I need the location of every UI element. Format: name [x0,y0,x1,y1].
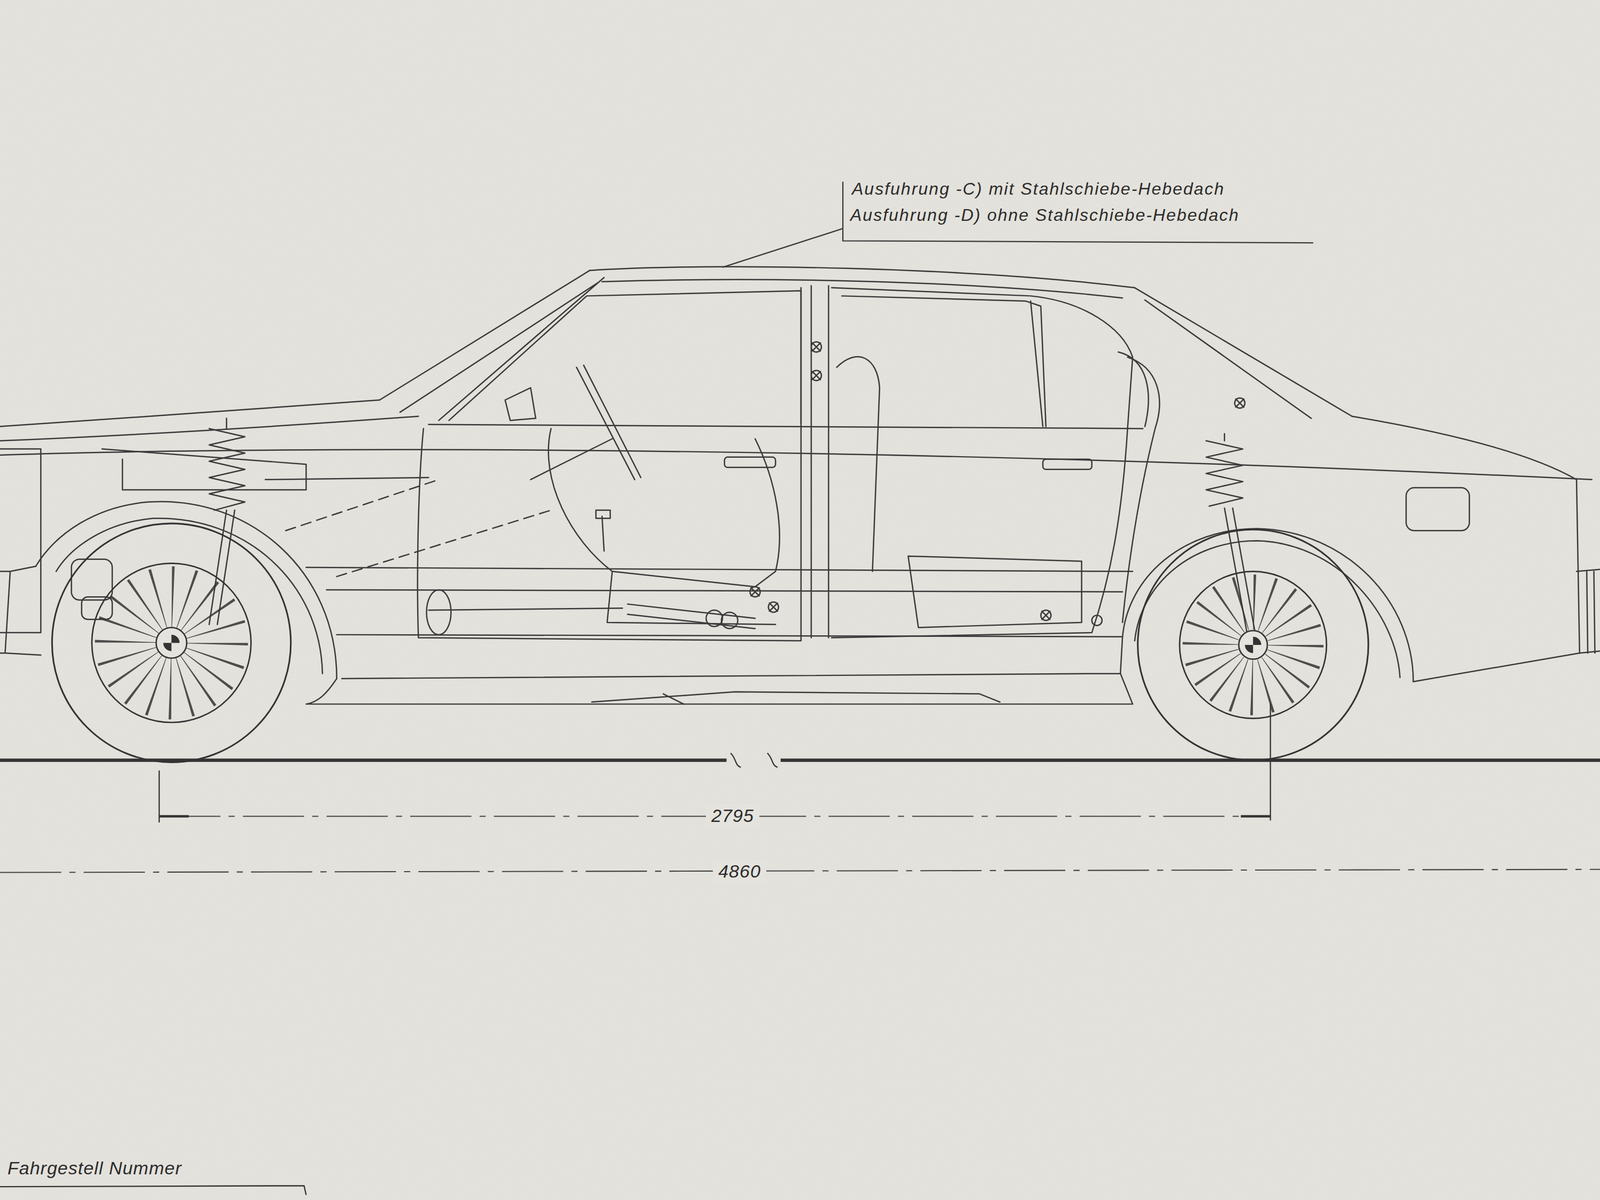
tire [1137,529,1369,760]
rear-wheel [1137,529,1369,760]
callout-note: Ausfuhrung -C) mit Stahlschiebe-Hebedach [851,178,1225,199]
drive-shaft [428,604,756,629]
spokes [1210,602,1296,688]
field-label: Fahrgestell Nummer [7,1157,182,1180]
callout-note: Ausfuhrung -D) ohne Stahlschiebe-Hebedac… [850,204,1240,226]
front-wheel [51,523,291,763]
underbody [591,691,1000,705]
dashed-part [285,479,551,577]
rear-window [1134,287,1352,419]
break-mark [730,752,778,768]
joint [721,612,738,629]
side-lines [305,567,1133,637]
hub-badge [1244,636,1262,654]
gear-lever [595,510,611,551]
exhaust-part [426,589,452,635]
windshield [379,270,605,421]
c-pillar [1118,351,1160,623]
hub [156,627,187,659]
door-handle [724,457,776,468]
dimension-value: 2795 [705,803,760,828]
rim [91,563,252,723]
spokes [125,596,218,689]
front-spring [209,428,245,511]
hub-badge [163,634,180,652]
dimension-value: 4860 [712,859,767,884]
rear-spring [1205,440,1243,506]
rear-bumper [1576,569,1600,653]
tire [51,523,291,763]
front-door [417,287,802,641]
mirror [505,387,536,421]
trunk-tail [1351,416,1580,682]
fuel-flap [1405,487,1469,531]
joint [705,610,723,627]
hub [1239,630,1268,659]
waist-line [428,424,1143,429]
engine-parts [0,449,429,633]
field-underline [0,1185,306,1195]
door-handle [1042,459,1092,470]
steering-wheel [530,365,641,480]
front-bumper [0,566,41,656]
front-damper [209,418,235,625]
rear-door [831,287,1133,638]
rear-seat [836,356,1082,628]
dimension-line [0,869,1600,873]
rear-window-frame [841,295,1046,427]
front-seat [548,428,780,625]
mount-marks [750,341,1245,626]
ground-line [0,758,1600,763]
rim [1179,571,1327,719]
sill [305,673,1133,704]
engine-part [71,559,113,600]
b-pillar [811,285,829,638]
front-window-frame [449,290,802,424]
front-wheel-arch-inner [56,518,323,674]
